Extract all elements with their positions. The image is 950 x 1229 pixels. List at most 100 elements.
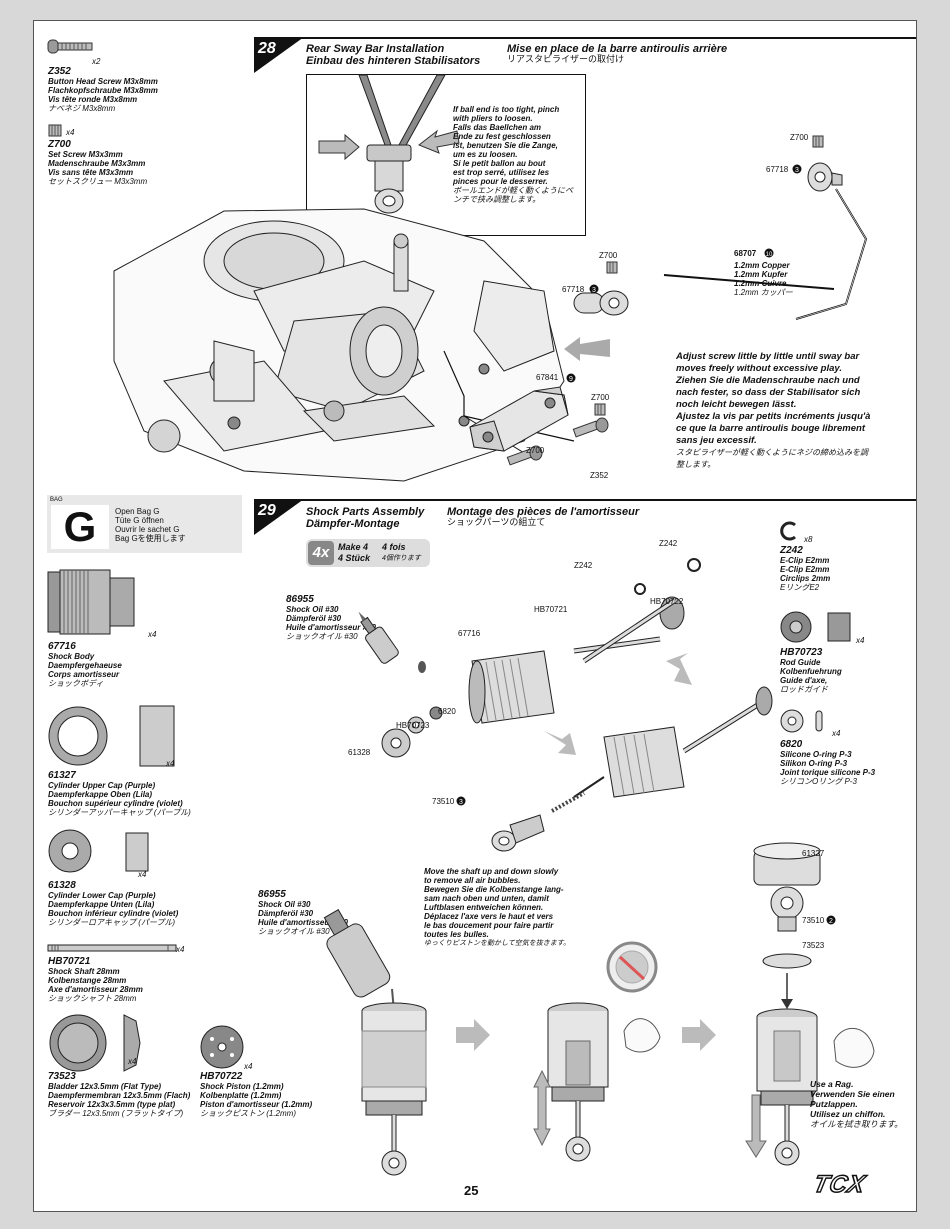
page-number: 25 bbox=[464, 1183, 479, 1198]
part-label: HB70723 bbox=[396, 721, 430, 730]
part-qty: x4 bbox=[148, 630, 157, 639]
rear-chassis-illustration bbox=[113, 208, 575, 482]
svg-text:29: 29 bbox=[257, 502, 276, 519]
svg-text:3: 3 bbox=[459, 799, 463, 806]
adjust-note: Adjust screw little by little until sway… bbox=[676, 351, 871, 469]
part-qty: x8 bbox=[804, 535, 813, 544]
part-code: 61327 bbox=[48, 770, 76, 781]
part-description: Set Screw M3x3mm Madenschraube M3x3mm Vi… bbox=[48, 150, 148, 186]
part-label: HB70721 bbox=[534, 605, 568, 614]
part-code: HB70721 bbox=[48, 956, 91, 967]
part-qty: x4 bbox=[166, 759, 175, 768]
part-code: 86955 bbox=[258, 889, 286, 900]
svg-text:2: 2 bbox=[829, 918, 833, 925]
part-code: 73523 bbox=[48, 1071, 76, 1082]
shock-exploded-view bbox=[358, 558, 773, 852]
part-qty: x4 bbox=[128, 1057, 137, 1066]
ball-end-and-sway-bar bbox=[795, 162, 868, 320]
callout-number: 3 bbox=[589, 284, 599, 294]
set-screw-icon bbox=[606, 261, 618, 274]
part-code: HB70722 bbox=[200, 1071, 243, 1082]
part-qty: x4 bbox=[832, 729, 841, 738]
svg-text:10: 10 bbox=[766, 252, 773, 258]
part-code: 61328 bbox=[48, 880, 76, 891]
step-title-en: Rear Sway Bar Installation bbox=[306, 43, 445, 55]
step-number-badge: 29 bbox=[254, 499, 304, 535]
shock-shaft-icon bbox=[47, 944, 177, 952]
part-label: 73523 bbox=[802, 941, 825, 950]
part-label: 73510 bbox=[432, 797, 455, 806]
step-number-badge: 28 bbox=[254, 37, 304, 73]
shock-body-icon bbox=[47, 569, 135, 635]
step-title-en: Shock Parts Assembly bbox=[306, 506, 425, 518]
part-label: 67841 bbox=[536, 373, 559, 382]
ball-end-icon bbox=[573, 290, 629, 316]
step-title-de: Dämpfer-Montage bbox=[306, 518, 400, 530]
part-code: HB70723 bbox=[780, 647, 823, 658]
part-label: Z700 bbox=[790, 133, 809, 142]
shock-filling-illustration bbox=[323, 842, 875, 1176]
callout-number: 3 bbox=[456, 796, 466, 806]
part-label: 61327 bbox=[802, 849, 825, 858]
part-label: Z352 bbox=[590, 471, 609, 480]
screw-icon bbox=[572, 417, 609, 438]
part-label: Z242 bbox=[659, 539, 678, 548]
direction-arrow-icon bbox=[564, 337, 610, 361]
part-label: Z700 bbox=[591, 393, 610, 402]
step-divider bbox=[254, 499, 916, 501]
part-qty: x4 bbox=[66, 128, 75, 137]
set-screw-icon bbox=[594, 403, 606, 416]
part-label: 68707 bbox=[734, 249, 757, 258]
part-label: Z700 bbox=[599, 251, 618, 260]
part-qty: x4 bbox=[244, 1062, 253, 1071]
shock-piston-icon bbox=[200, 1025, 244, 1069]
pliers-ball-end-illustration bbox=[318, 74, 460, 214]
part-label: 67718 bbox=[562, 285, 585, 294]
step-title-fr: Montage des pièces de l'amortisseur bbox=[447, 506, 640, 518]
tcx-logo: TCX bbox=[810, 1170, 868, 1199]
part-code: Z352 bbox=[48, 66, 71, 77]
svg-text:28: 28 bbox=[257, 40, 276, 57]
part-description: Cylinder Upper Cap (Purple)Daempferkappe… bbox=[48, 781, 191, 817]
part-label: Z242 bbox=[574, 561, 593, 570]
part-description: Cylinder Lower Cap (Purple)Daempferkappe… bbox=[48, 891, 179, 927]
set-screw-icon bbox=[812, 135, 824, 148]
part-label: Z700 bbox=[526, 446, 545, 455]
svg-text:9: 9 bbox=[569, 376, 573, 383]
button-head-screw-icon bbox=[47, 39, 93, 54]
part-label: 73510 bbox=[802, 916, 825, 925]
part-code: Z700 bbox=[48, 139, 71, 150]
svg-text:3: 3 bbox=[592, 287, 596, 294]
part-code: 67716 bbox=[48, 641, 76, 652]
manual-page: x2 Z352 Button Head Screw M3x8mm Flachko… bbox=[33, 20, 917, 1212]
sway-bar-mount-illustration bbox=[469, 386, 569, 452]
callout-number: 2 bbox=[826, 915, 836, 925]
step-title-jp: ショックパーツの組立て bbox=[447, 517, 546, 527]
step-title-fr: Mise en place de la barre antiroulis arr… bbox=[507, 43, 728, 55]
callout-number: 10 bbox=[764, 248, 774, 258]
part-label: HB70722 bbox=[650, 597, 684, 606]
step-title-de: Einbau des hinteren Stabilisators bbox=[306, 55, 481, 67]
bag-label: BAG bbox=[50, 497, 63, 503]
part-qty: x4 bbox=[856, 636, 865, 645]
part-qty: x4 bbox=[138, 870, 147, 879]
e-clip-icon bbox=[780, 521, 796, 541]
part-code: 6820 bbox=[780, 739, 803, 750]
part-description: Button Head Screw M3x8mm Flachkopfschrau… bbox=[48, 77, 158, 113]
step-title-jp: リアスタビライザーの取付け bbox=[507, 54, 625, 64]
upper-cap-icon bbox=[48, 705, 175, 767]
step-divider bbox=[254, 37, 916, 39]
